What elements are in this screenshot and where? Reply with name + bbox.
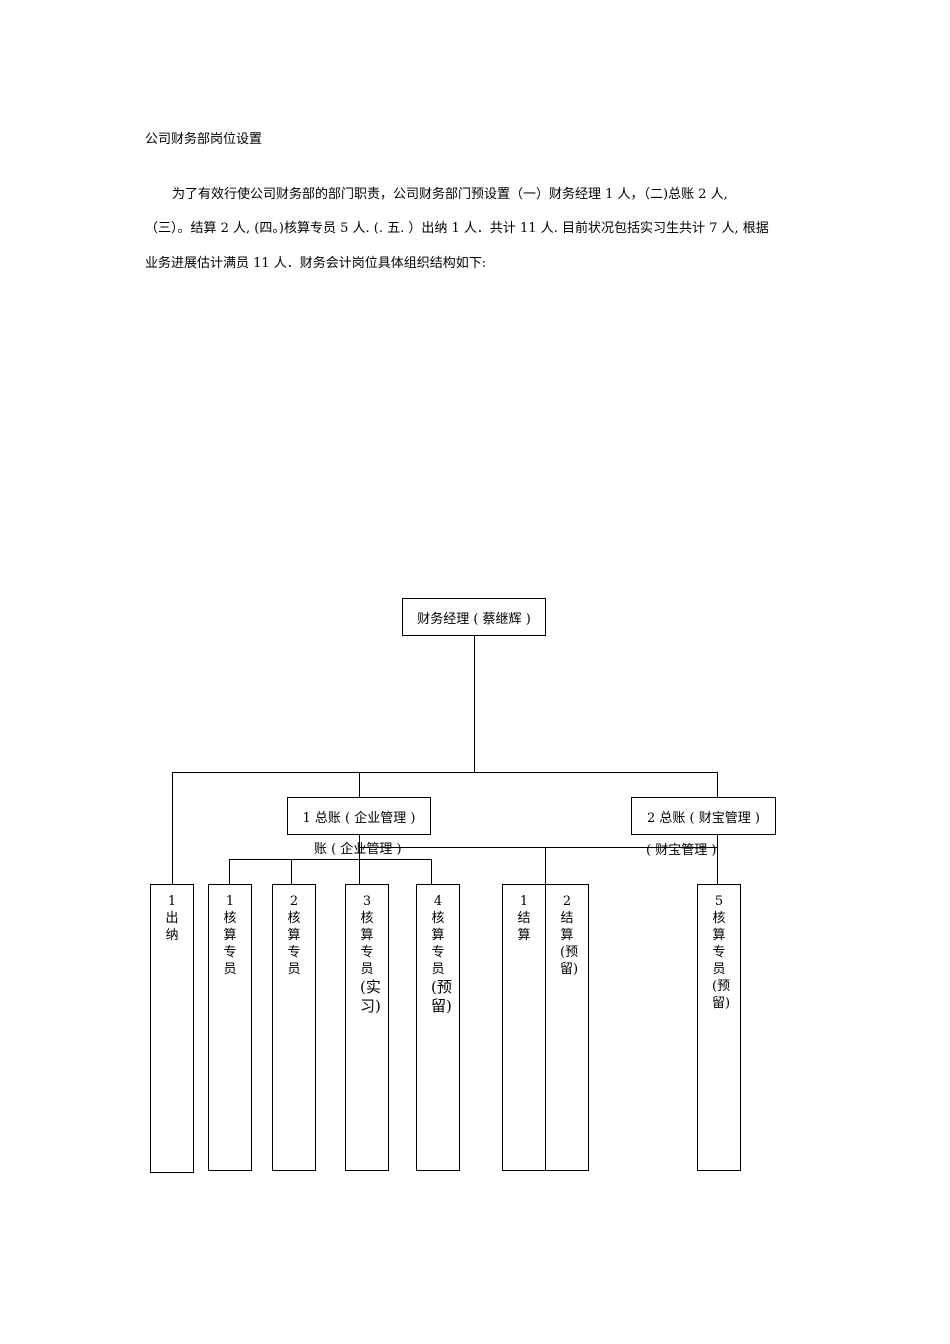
accountant-3-box: 3核算专员 (实习): [345, 884, 389, 1171]
intro-paragraph-line-3: 业务进展估计满员 11 人．财务会计岗位具体组织结构如下:: [145, 256, 487, 271]
connector-cashier-down: [172, 772, 173, 885]
connector-settlement-horizontal: [359, 847, 717, 848]
general-ledger-1-box: 1 总账 ( 企业管理 ): [287, 797, 431, 835]
settlement-1-label: 1结算: [517, 894, 531, 943]
intro-paragraph-line-2: （三）。结算 2 人, (四。)核算专员 5 人. (. 五. ）出纳 1 人．…: [145, 221, 769, 236]
accountant-2-label: 2核算专员: [287, 894, 301, 977]
accountant-3-note: (实习): [360, 978, 381, 1015]
overlap-label-left: 账 ( 企业管理 ): [314, 842, 402, 857]
connector-top-horizontal: [172, 772, 718, 773]
accountant-4-label: 4核算专员: [431, 894, 445, 977]
connector-gl2-down: [717, 834, 718, 884]
cashier-box: 1出纳: [150, 884, 194, 1173]
connector-acct2-down: [291, 859, 292, 884]
accountant-5-box: 5核算专员(预留): [697, 884, 741, 1171]
accountant-1-box: 1核算专员: [208, 884, 252, 1171]
cashier-label: 1出纳: [165, 894, 179, 943]
connector-accountants-horizontal: [229, 859, 432, 860]
connector-gl1-up: [359, 772, 360, 798]
accountant-1-label: 1核算专员: [223, 894, 237, 977]
connector-settlement-down: [545, 847, 546, 884]
general-ledger-2-box: 2 总账 ( 财宝管理 ): [631, 797, 776, 835]
document-title: 公司财务部岗位设置: [145, 132, 263, 147]
connector-acct1-down: [229, 859, 230, 884]
settlement-1-box: 1结算: [502, 884, 546, 1171]
accountant-3-label: 3核算专员: [360, 894, 374, 977]
manager-box: 财务经理 ( 蔡继辉 ): [402, 598, 546, 636]
accountant-5-label: 5核算专员(预留): [712, 894, 731, 1011]
connector-manager-down: [474, 635, 475, 772]
accountant-4-note: (预留): [431, 978, 452, 1015]
connector-acct4-down: [431, 859, 432, 884]
settlement-2-box: 2结算(预留): [545, 884, 589, 1171]
connector-gl2-up: [717, 772, 718, 798]
overlap-label-right: ( 财宝管理 ): [646, 843, 717, 858]
settlement-2-label: 2结算(预留): [560, 894, 579, 977]
accountant-2-box: 2核算专员: [272, 884, 316, 1171]
accountant-4-box: 4核算专员 (预留): [416, 884, 460, 1171]
intro-paragraph-line-1: 为了有效行使公司财务部的部门职责，公司财务部门预设置（一）财务经理 1 人，（二…: [172, 187, 728, 202]
